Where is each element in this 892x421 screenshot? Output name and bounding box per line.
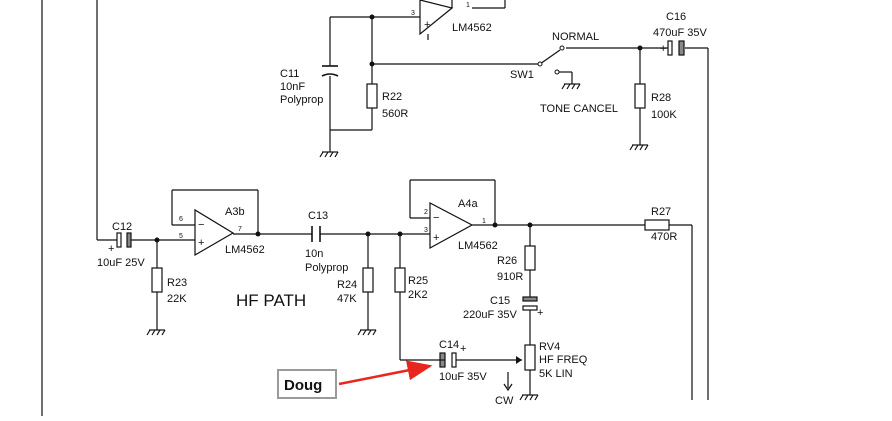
resistor-r24 <box>362 267 374 293</box>
c13-type: Polyprop <box>305 262 348 274</box>
svg-text:+: + <box>108 243 114 255</box>
component-labels: C11 10nF Polyprop R22 560R LM4562 NORMAL… <box>97 11 707 407</box>
pin-3-top: 3 <box>411 10 415 17</box>
capacitor-c12 <box>116 232 122 248</box>
rv4-value: 5K LIN <box>539 368 573 380</box>
hf-path-label: HF PATH <box>236 291 306 310</box>
r23-value: 22K <box>167 293 187 305</box>
r26-value: 910R <box>497 271 523 283</box>
cw-arrow-icon <box>503 383 513 392</box>
opamp-top <box>419 0 454 36</box>
c16-value: 470uF 35V <box>653 27 707 39</box>
pin-5: 5 <box>179 233 183 240</box>
resistor-r23 <box>151 267 163 293</box>
opamp-signs: + − + − + <box>198 19 439 249</box>
a3b-part: LM4562 <box>225 244 265 256</box>
ground-icon <box>357 329 377 336</box>
capacitors <box>311 65 339 242</box>
svg-text:+: + <box>460 343 466 355</box>
c14-value: 10uF 35V <box>439 371 487 383</box>
c15-name: C15 <box>490 295 510 307</box>
resistor-r22 <box>366 83 378 109</box>
r27-name: R27 <box>651 206 671 218</box>
ground-icon <box>519 394 539 401</box>
r24-name: R24 <box>337 279 357 291</box>
switch-sw1 <box>537 45 565 75</box>
svg-text:+: + <box>660 43 666 55</box>
capacitor-c16 <box>667 40 673 56</box>
c14-name: C14 <box>439 339 459 351</box>
ground-icon <box>319 151 339 158</box>
pin-1-top: 1 <box>466 2 470 9</box>
wires <box>41 0 709 416</box>
c13-name: C13 <box>308 210 328 222</box>
r25-value: 2K2 <box>408 289 428 301</box>
svg-text:+: + <box>433 232 439 244</box>
r22-value: 560R <box>382 108 408 120</box>
op-amps <box>194 0 474 257</box>
svg-text:+: + <box>424 19 430 31</box>
a3b-name: A3b <box>225 206 245 218</box>
c11-type: Polyprop <box>280 94 323 106</box>
ground-icon <box>561 83 581 90</box>
pin-labels: 3 1 6 5 7 2 3 1 <box>179 2 486 240</box>
svg-text:+: + <box>537 307 543 319</box>
junction-dots <box>154 14 643 243</box>
potentiometer-rv4 <box>524 344 536 371</box>
ground-icon <box>146 329 166 336</box>
r28-value: 100K <box>651 109 677 121</box>
opamp-a3b <box>194 208 235 257</box>
resistor-r27 <box>644 219 670 231</box>
doug-callout-label: Doug <box>284 377 322 394</box>
resistor-r25 <box>394 267 406 293</box>
polarity-marks: + + + + <box>108 43 666 355</box>
r26-name: R26 <box>497 255 517 267</box>
ground-icon <box>629 144 649 151</box>
polarized-capacitors <box>116 40 685 368</box>
c13-value: 10n <box>305 248 323 260</box>
pin-6: 6 <box>179 216 183 223</box>
rv4-name: RV4 <box>539 341 560 353</box>
pin-2: 2 <box>424 209 428 216</box>
r23-name: R23 <box>167 277 187 289</box>
svg-text:−: − <box>433 212 439 224</box>
r22-name: R22 <box>382 91 402 103</box>
a4a-part: LM4562 <box>458 240 498 252</box>
rv4-wiper-icon <box>516 356 522 364</box>
normal-label: NORMAL <box>552 31 599 43</box>
top-opamp-part: LM4562 <box>452 22 492 34</box>
c16-name: C16 <box>666 11 686 23</box>
callout-arrow-icon <box>338 360 433 386</box>
pin-7: 7 <box>238 226 242 233</box>
pin-3: 3 <box>424 227 428 234</box>
resistor-r28 <box>634 83 646 109</box>
ground-symbols <box>146 83 649 401</box>
svg-text:−: − <box>198 219 204 231</box>
r27-value: 470R <box>651 231 677 243</box>
opamp-a4a <box>429 202 474 250</box>
capacitor-c15 <box>522 296 538 302</box>
cw-label: CW <box>495 395 514 407</box>
r25-name: R25 <box>408 275 428 287</box>
c15-value: 220uF 35V <box>463 309 517 321</box>
r24-value: 47K <box>337 293 357 305</box>
tone-cancel-label: TONE CANCEL <box>540 103 618 115</box>
resistor-r26 <box>524 245 536 271</box>
pin-1: 1 <box>482 218 486 225</box>
c11-value: 10nF <box>280 81 305 93</box>
sw1-label: SW1 <box>510 69 534 81</box>
a4a-name: A4a <box>458 198 478 210</box>
c12-name: C12 <box>112 221 132 233</box>
svg-text:+: + <box>198 237 204 249</box>
resistors <box>151 83 670 371</box>
r28-name: R28 <box>651 92 671 104</box>
c12-value: 10uF 25V <box>97 257 145 269</box>
c11-name: C11 <box>280 68 299 80</box>
rv4-function: HF FREQ <box>539 354 588 366</box>
doug-callout-box <box>277 369 337 399</box>
